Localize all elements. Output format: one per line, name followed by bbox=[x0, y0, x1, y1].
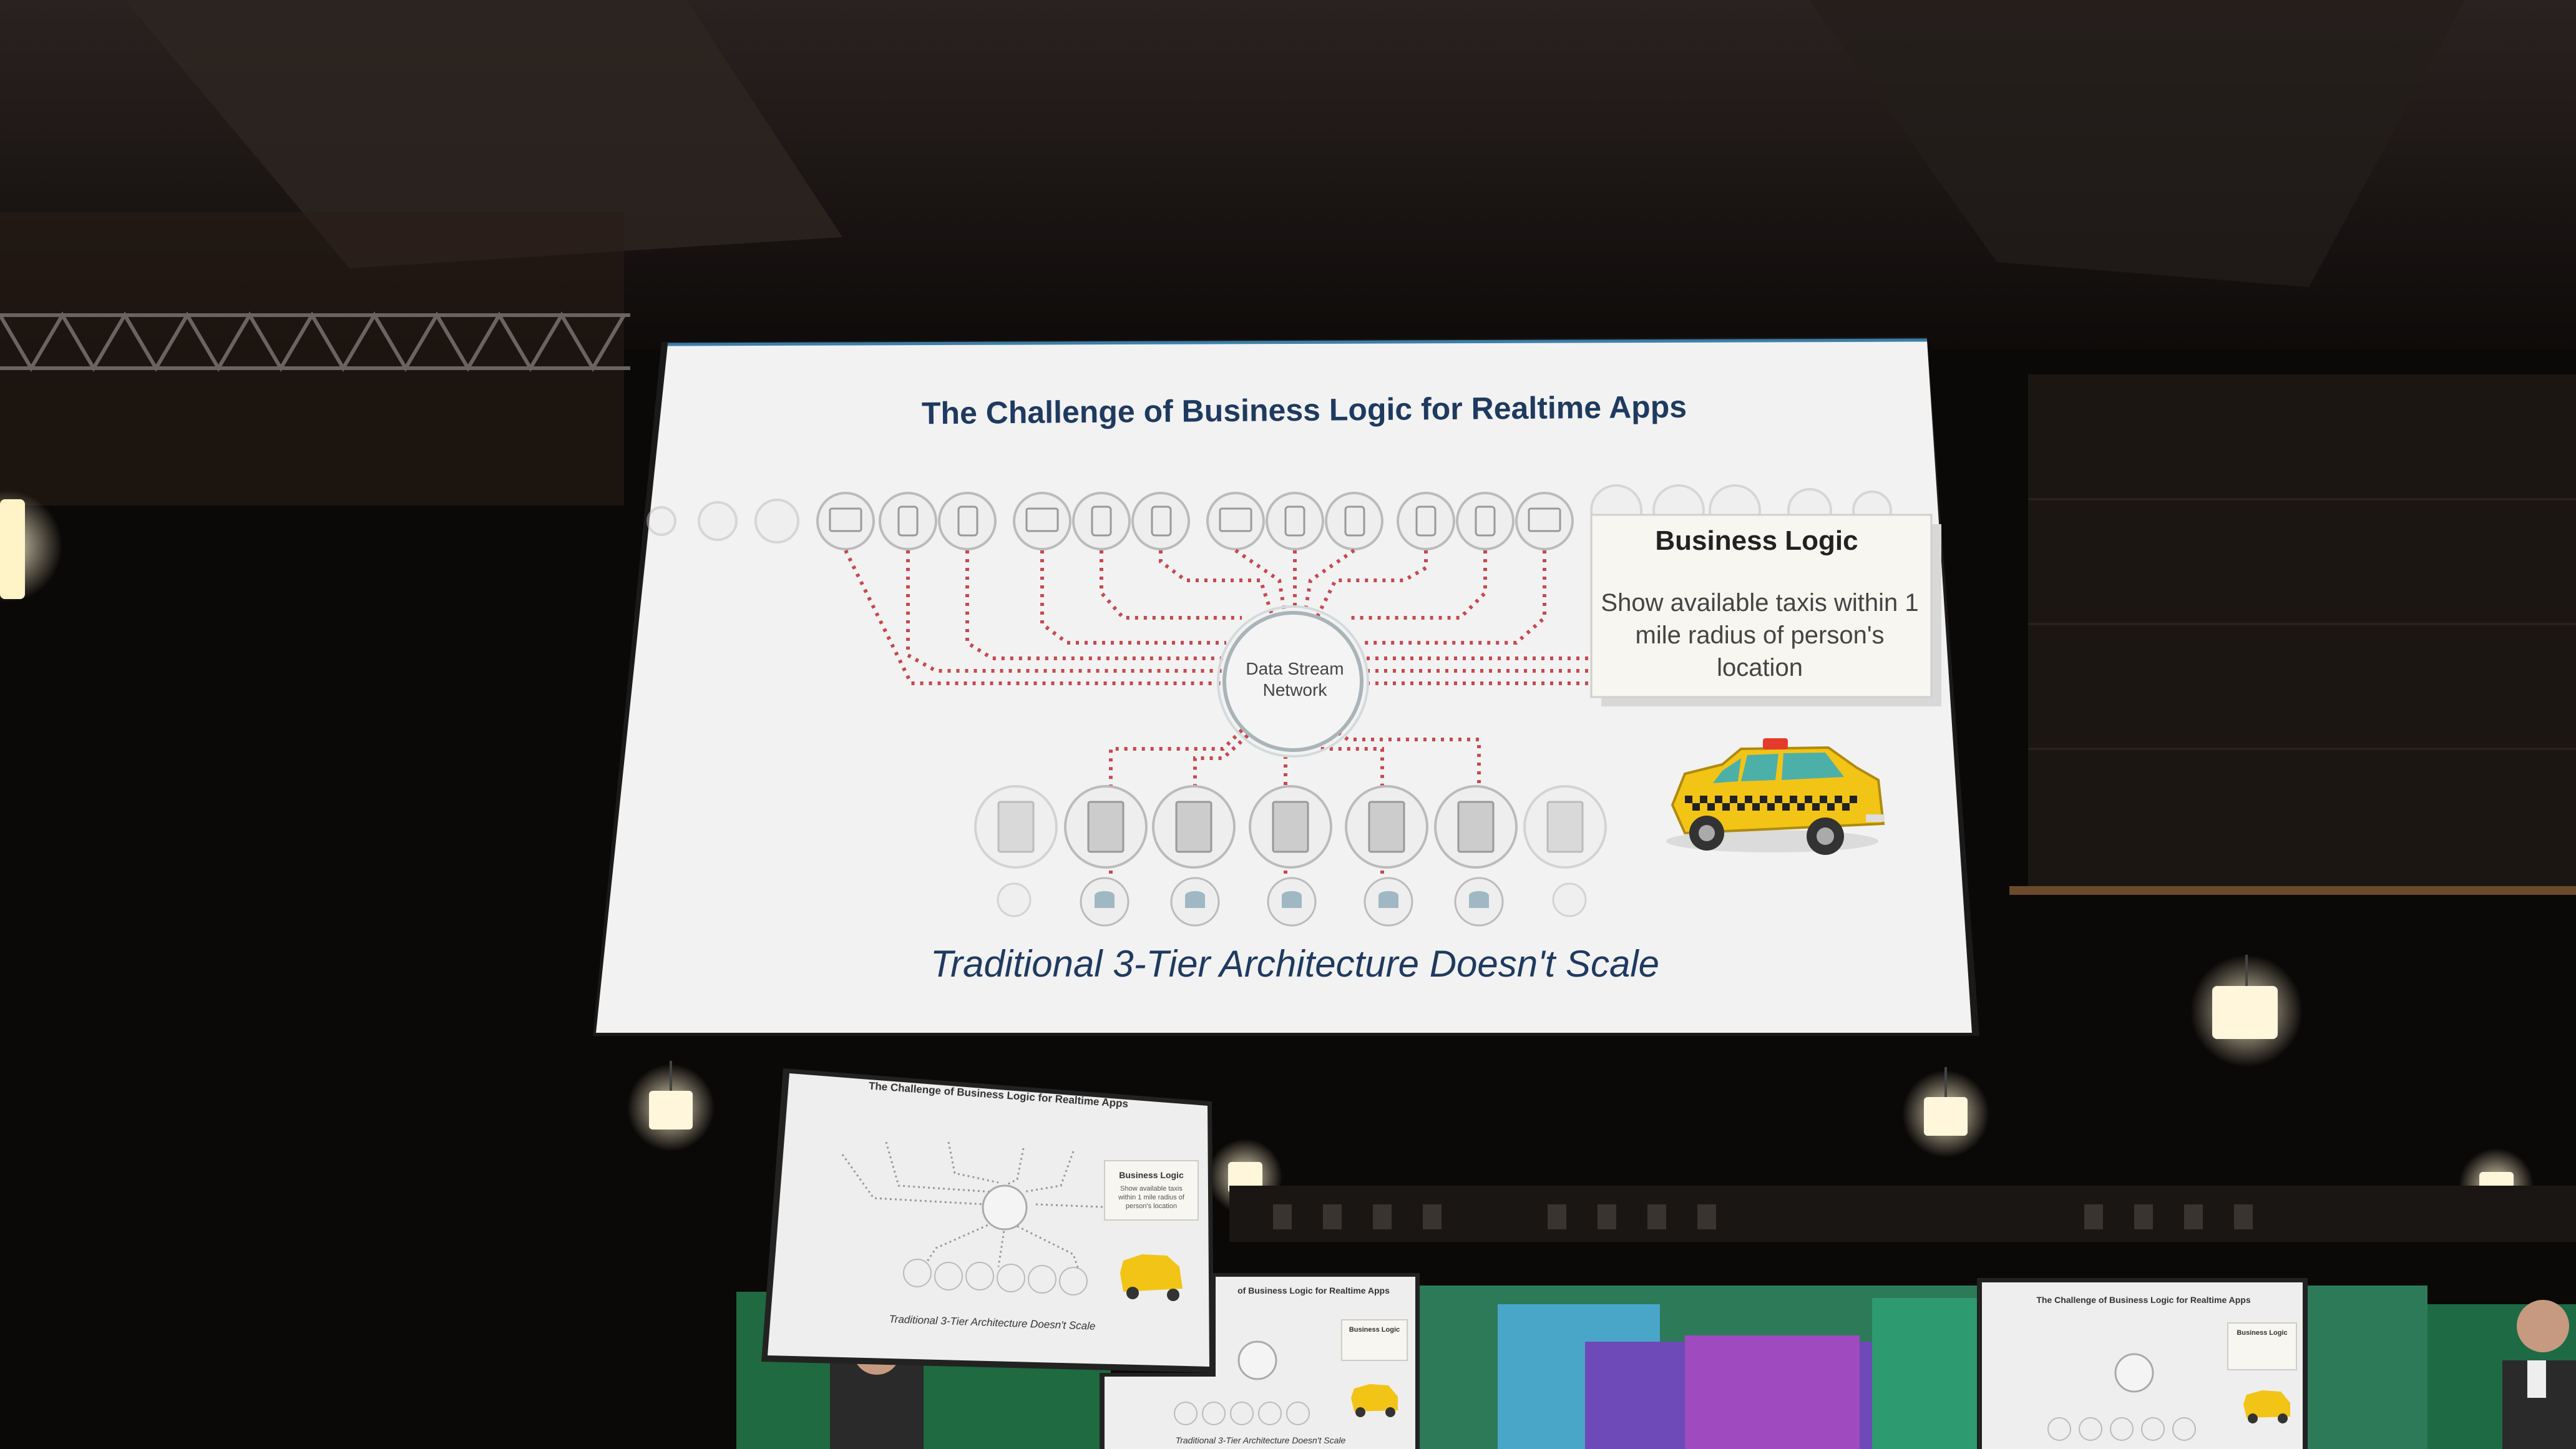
left-monitor-business-logic-title: Business Logic bbox=[1119, 1170, 1184, 1180]
center-monitor-business-logic-title: Business Logic bbox=[1349, 1326, 1400, 1334]
device-circles bbox=[646, 484, 1892, 550]
center-monitor bbox=[1100, 1273, 1420, 1449]
business-logic-title: Business Logic bbox=[1655, 525, 1858, 556]
center-monitor-subtitle: Traditional 3-Tier Architecture Doesn't … bbox=[1175, 1435, 1346, 1445]
left-monitor bbox=[761, 1068, 1214, 1373]
left-monitor-business-logic-text: Show available taxis within 1 mile radiu… bbox=[1118, 1185, 1184, 1210]
right-monitor bbox=[1977, 1278, 2308, 1449]
dotted-connections bbox=[844, 549, 1598, 899]
slide-subtitle: Traditional 3-Tier Architecture Doesn't … bbox=[930, 943, 1660, 985]
business-logic-box bbox=[1590, 514, 1941, 706]
ceiling-truss bbox=[0, 311, 630, 372]
right-monitor-business-logic-title: Business Logic bbox=[2237, 1329, 2288, 1337]
right-monitor-title: The Challenge of Business Logic for Real… bbox=[2036, 1295, 2251, 1305]
main-projection-screen bbox=[593, 337, 1979, 1036]
business-logic-description: Show available taxis within 1 mile radiu… bbox=[1601, 589, 1919, 681]
data-stream-network-node bbox=[1217, 605, 1369, 758]
center-monitor-title: of Business Logic for Realtime Apps bbox=[1237, 1286, 1390, 1295]
taxi-icon bbox=[1666, 738, 1885, 855]
data-stream-network-label: Data Stream Network bbox=[1246, 659, 1344, 700]
hanging-lamps bbox=[0, 490, 2534, 1223]
